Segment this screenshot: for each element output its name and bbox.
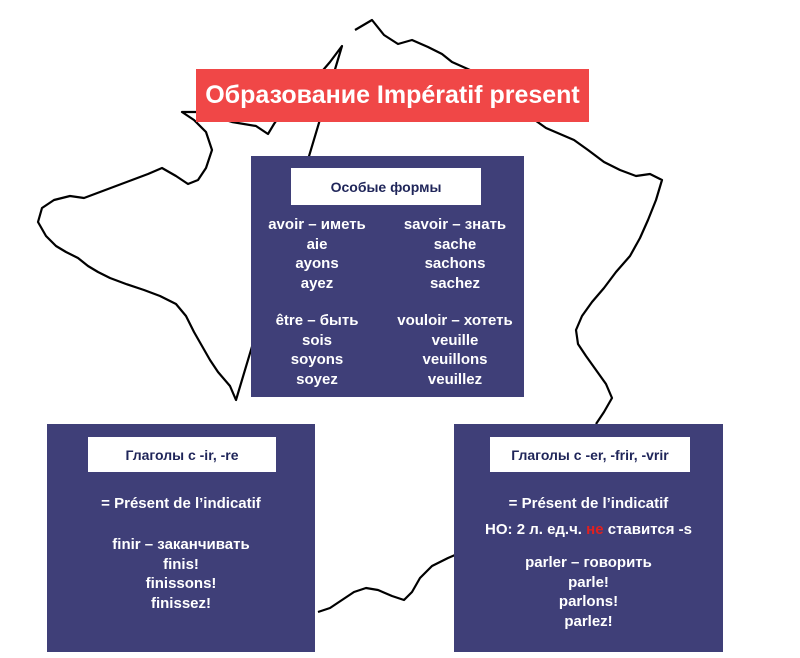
parler-heading: parler – говорить: [525, 554, 652, 571]
ir-re-verbs-box: Глаголы с -ir, -re = Présent de l’indica…: [47, 424, 315, 652]
finir-heading: finir – заканчивать: [112, 536, 250, 553]
savoir-heading: savoir – знать: [403, 216, 507, 233]
finir-form-3: finissez!: [150, 594, 211, 612]
parler-form-2: parlons!: [558, 593, 619, 610]
vouloir-form-2: veuillons: [422, 351, 488, 368]
etre-form-2: soyons: [290, 351, 344, 368]
parler-form-1: parle!: [568, 573, 609, 591]
er-frir-vrir-verbs-label: Глаголы с -er, -frir, -vrir: [490, 437, 690, 472]
finir-form-1: finis!: [163, 555, 199, 573]
etre-form-3: soyez: [296, 370, 338, 388]
page-title: Образование Impératif present: [196, 69, 589, 122]
etre-form-1: sois: [301, 331, 332, 349]
parler-form-3: parlez!: [564, 612, 613, 630]
etre-heading: être – быть: [275, 312, 359, 329]
er-rule: = Présent de l’indicatif: [508, 495, 669, 512]
er-note-start: НО: 2 л. ед.ч.: [485, 521, 587, 538]
avoir-form-1: aie: [306, 235, 328, 253]
avoir-form-2: ayons: [295, 255, 339, 272]
er-exception-note: НО: 2 л. ед.ч. не ставится -s: [454, 520, 723, 540]
vouloir-form-3: veuillez: [427, 370, 483, 388]
er-note-end: ставится -s: [603, 521, 692, 538]
finir-conjugation: finir – заканчивать finis! finissons! fi…: [47, 535, 315, 613]
avoir-form-3: ayez: [300, 274, 334, 292]
savoir-form-1: sache: [433, 235, 477, 253]
special-forms-label: Особые формы: [291, 168, 481, 205]
parler-conjugation: parler – говорить parle! parlons! parlez…: [454, 553, 723, 631]
vouloir-form-1: veuille: [431, 331, 479, 349]
special-forms-right-column: savoir – знать sache sachons sachez voul…: [385, 215, 525, 389]
vouloir-heading: vouloir – хотеть: [397, 312, 513, 329]
savoir-form-3: sachez: [429, 274, 481, 292]
avoir-heading: avoir – иметь: [268, 216, 366, 233]
ir-re-rule: = Présent de l’indicatif: [101, 495, 261, 512]
er-note-negation: не: [586, 521, 604, 538]
savoir-form-2: sachons: [424, 255, 486, 272]
ir-re-verbs-label: Глаголы с -ir, -re: [88, 437, 276, 472]
special-forms-left-column: avoir – иметь aie ayons ayez être – быть…: [257, 215, 377, 389]
special-forms-box: Особые формы avoir – иметь aie ayons aye…: [251, 156, 524, 397]
finir-form-2: finissons!: [145, 575, 217, 592]
er-frir-vrir-verbs-box: Глаголы с -er, -frir, -vrir = Présent de…: [454, 424, 723, 652]
